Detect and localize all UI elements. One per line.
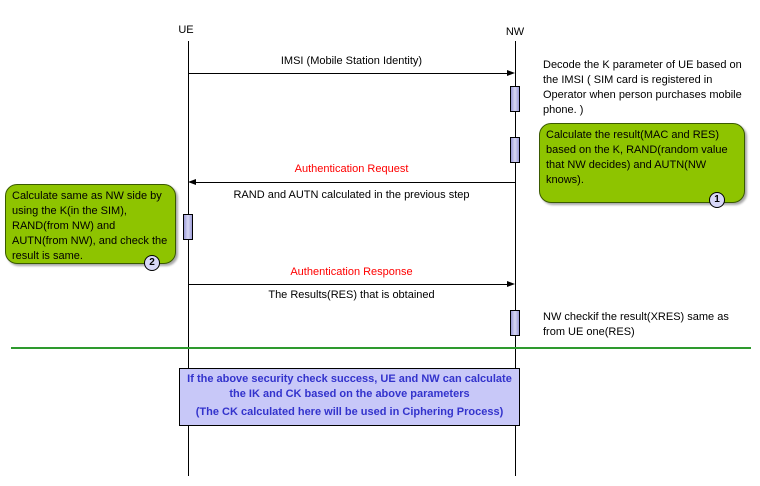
message-auth-response-sublabel: The Results(RES) that is obtained: [268, 289, 435, 301]
callout-nw-calculate-text: Calculate the result(MAC and RES) based …: [546, 129, 728, 186]
message-imsi-label: IMSI (Mobile Station Identity): [280, 55, 423, 67]
callout-ue-calculate: Calculate same as NW side by using the K…: [5, 184, 176, 264]
summary-line-1: If the above security check success, UE …: [187, 373, 512, 400]
message-auth-request-label: Authentication Request: [294, 163, 409, 175]
message-auth-response-label: Authentication Response: [290, 266, 413, 278]
message-auth-request-sublabel: RAND and AUTN calculated in the previous…: [233, 189, 470, 201]
nw-activation-calculate: [510, 137, 520, 163]
arrowhead-right-icon: [507, 281, 515, 287]
callout-nw-calculate: Calculate the result(MAC and RES) based …: [539, 123, 745, 203]
actor-nw: NW: [505, 26, 525, 38]
callout-ue-calculate-text: Calculate same as NW side by using the K…: [12, 190, 168, 262]
nw-lifeline: [515, 41, 516, 476]
summary-box: If the above security check success, UE …: [179, 368, 520, 426]
note-nw-check: NW checkif the result(XRES) same as from…: [543, 311, 729, 338]
step-badge-2: 2: [144, 255, 160, 271]
nw-activation-decode: [510, 86, 520, 112]
arrowhead-left-icon: [188, 179, 196, 185]
note-decode: Decode the K parameter of UE based on th…: [543, 59, 742, 116]
ue-lifeline: [188, 41, 189, 476]
ue-activation-calculate: [183, 214, 193, 240]
message-auth-response-arrow: [188, 284, 508, 285]
actor-ue: UE: [178, 24, 194, 36]
message-auth-request-arrow: [196, 182, 515, 183]
nw-activation-check: [510, 310, 520, 336]
step-badge-1: 1: [709, 192, 725, 208]
phase-divider: [11, 347, 751, 349]
arrowhead-right-icon: [507, 70, 515, 76]
message-imsi-arrow: [188, 73, 508, 74]
summary-line-2: (The CK calculated here will be used in …: [195, 406, 504, 418]
